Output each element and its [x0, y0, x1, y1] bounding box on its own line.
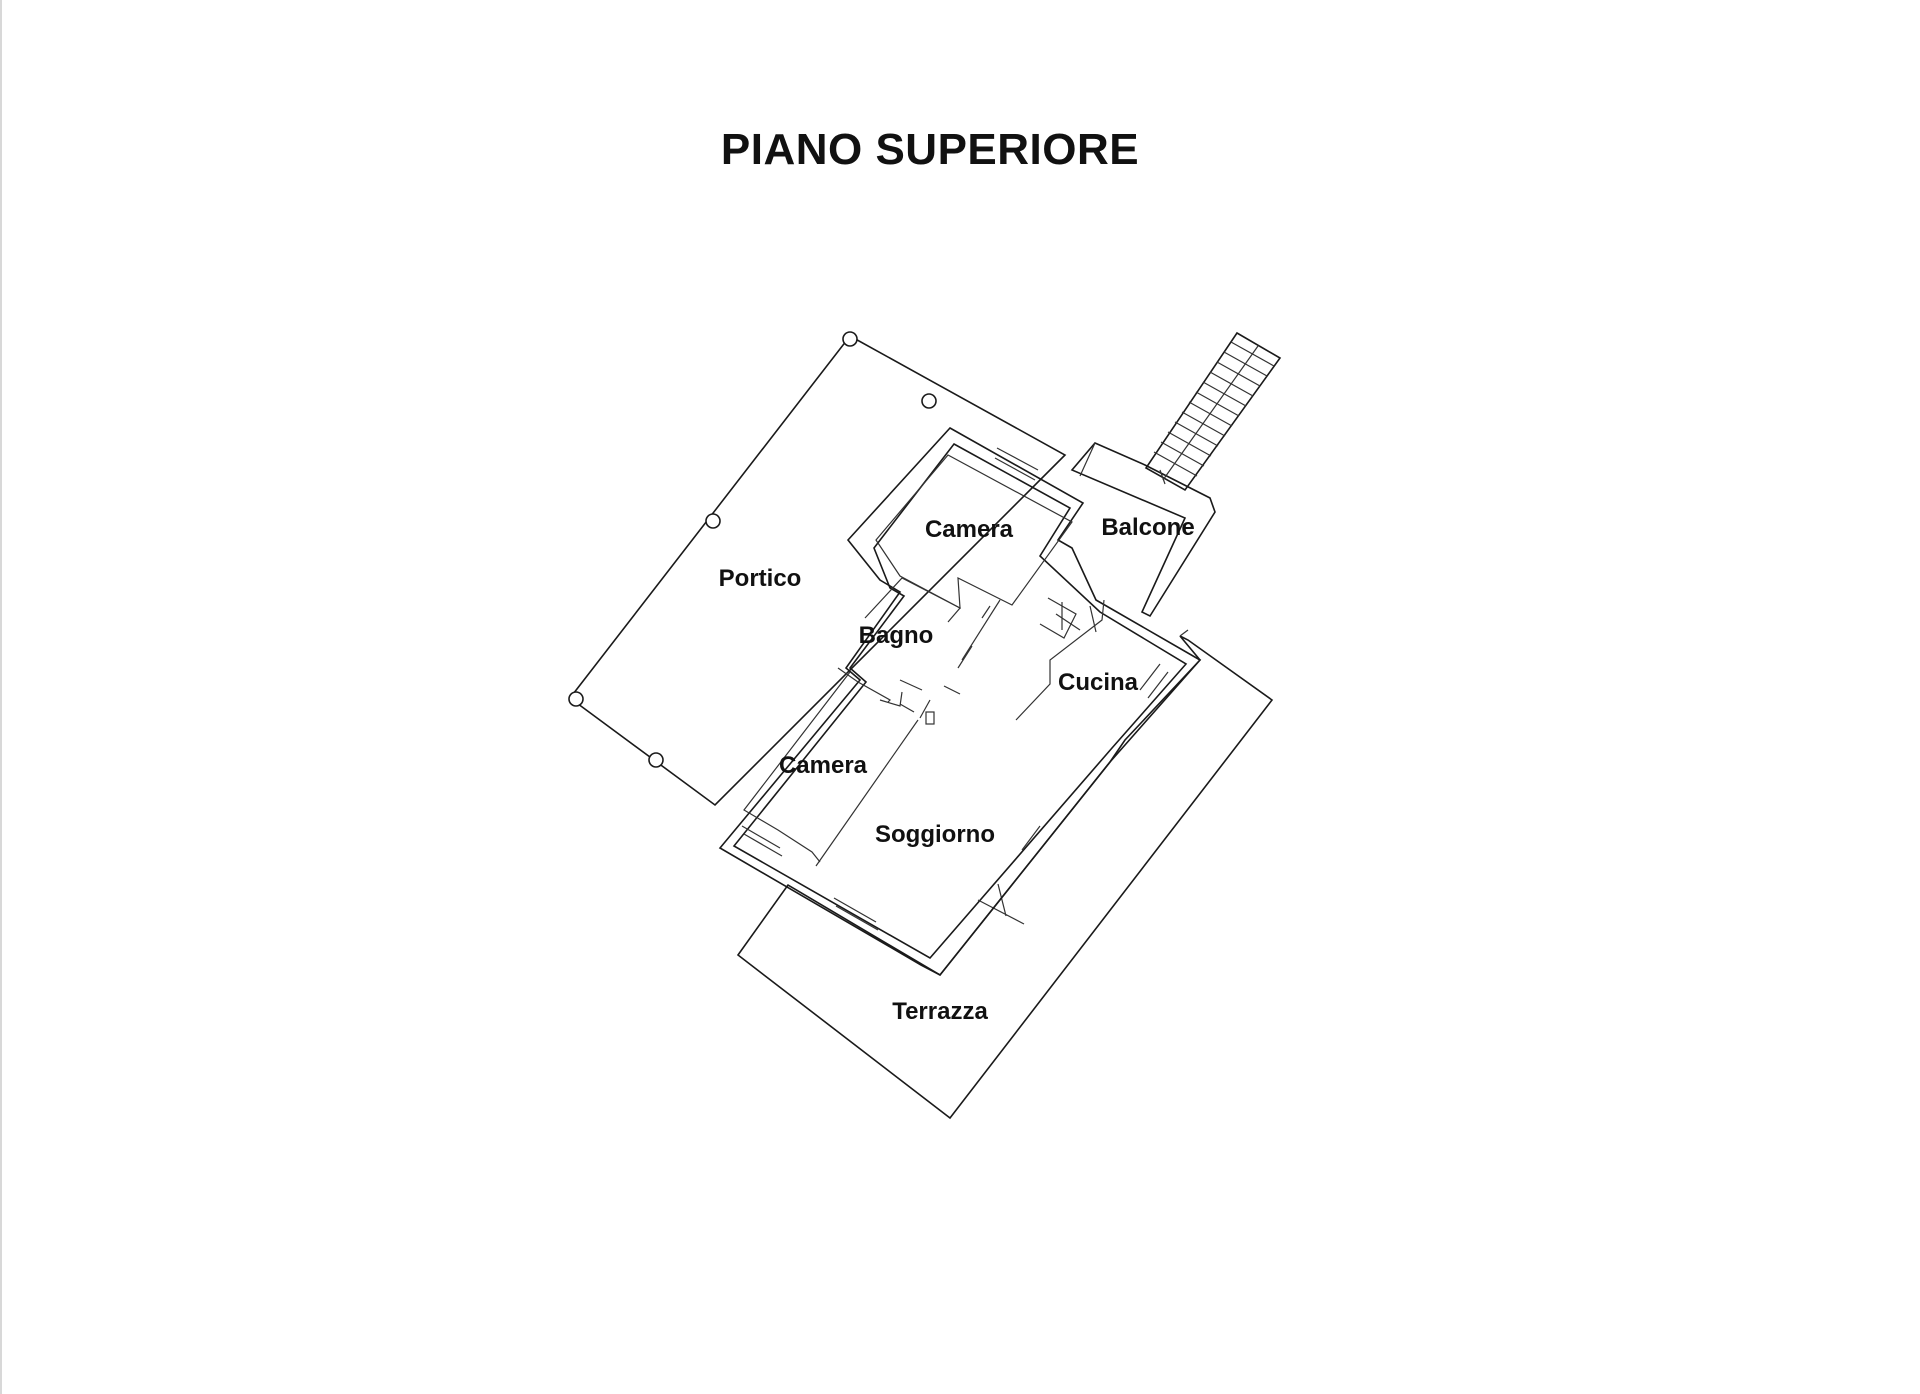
window-camera-bottom-2	[743, 833, 783, 857]
cucina-inner	[1039, 597, 1077, 639]
door-mark-1	[957, 645, 973, 669]
bagno-small-wall	[879, 691, 903, 707]
portico-outline	[568, 334, 1067, 807]
column-4	[568, 691, 584, 707]
window-soggiorno-side	[1021, 825, 1041, 851]
terrazza-corner	[1179, 629, 1189, 637]
terrazza-outline	[736, 635, 1274, 1120]
balcone-edge	[1079, 442, 1096, 477]
window-camera-top-2	[994, 457, 1036, 481]
door-mark-3	[943, 685, 961, 695]
label-camera-top: Camera	[925, 516, 1014, 543]
plan-title: PIANO SUPERIORE	[720, 125, 1140, 174]
door-mark-4	[899, 703, 915, 713]
column-5	[648, 752, 664, 768]
corridor-wall-1	[961, 599, 1001, 661]
house-outer-wall	[718, 426, 1202, 977]
door-mark-5	[919, 699, 931, 719]
camera-bottom-right-wall	[815, 719, 919, 867]
label-cucina: Cucina	[1058, 669, 1139, 696]
door-terrazza	[977, 899, 1025, 925]
window-cucina-2	[1139, 663, 1161, 691]
window-camera-top	[996, 447, 1039, 471]
camera-top-walls	[875, 454, 1073, 610]
label-portico: Portico	[719, 565, 802, 592]
column-1	[842, 331, 858, 347]
cucina-mark	[1089, 605, 1097, 633]
stair-steps	[1153, 341, 1275, 485]
door-mark-2	[899, 679, 923, 691]
window-cucina	[1147, 671, 1169, 699]
camera-bottom-walls	[743, 671, 851, 863]
window-soggiorno	[833, 897, 877, 923]
label-terrazza: Terrazza	[892, 998, 988, 1025]
label-balcone: Balcone	[1101, 514, 1194, 541]
door-terrazza-2	[997, 883, 1007, 917]
door-mark-6	[981, 605, 991, 619]
window-camera-bottom	[741, 825, 781, 849]
balcone-outline	[1070, 442, 1216, 618]
left-edge-line	[0, 0, 2, 1394]
window-soggiorno-2	[835, 905, 879, 931]
cucina-cross-1	[1055, 613, 1081, 631]
wall-stub	[925, 711, 935, 725]
label-soggiorno: Soggiorno	[875, 821, 995, 848]
label-bagno: Bagno	[859, 622, 934, 649]
label-camera-bottom: Camera	[779, 752, 868, 779]
stair-outline	[1144, 331, 1282, 492]
column-2	[921, 393, 937, 409]
column-3	[705, 513, 721, 529]
cucina-divider	[1015, 599, 1105, 721]
bagno-walls	[864, 577, 961, 623]
